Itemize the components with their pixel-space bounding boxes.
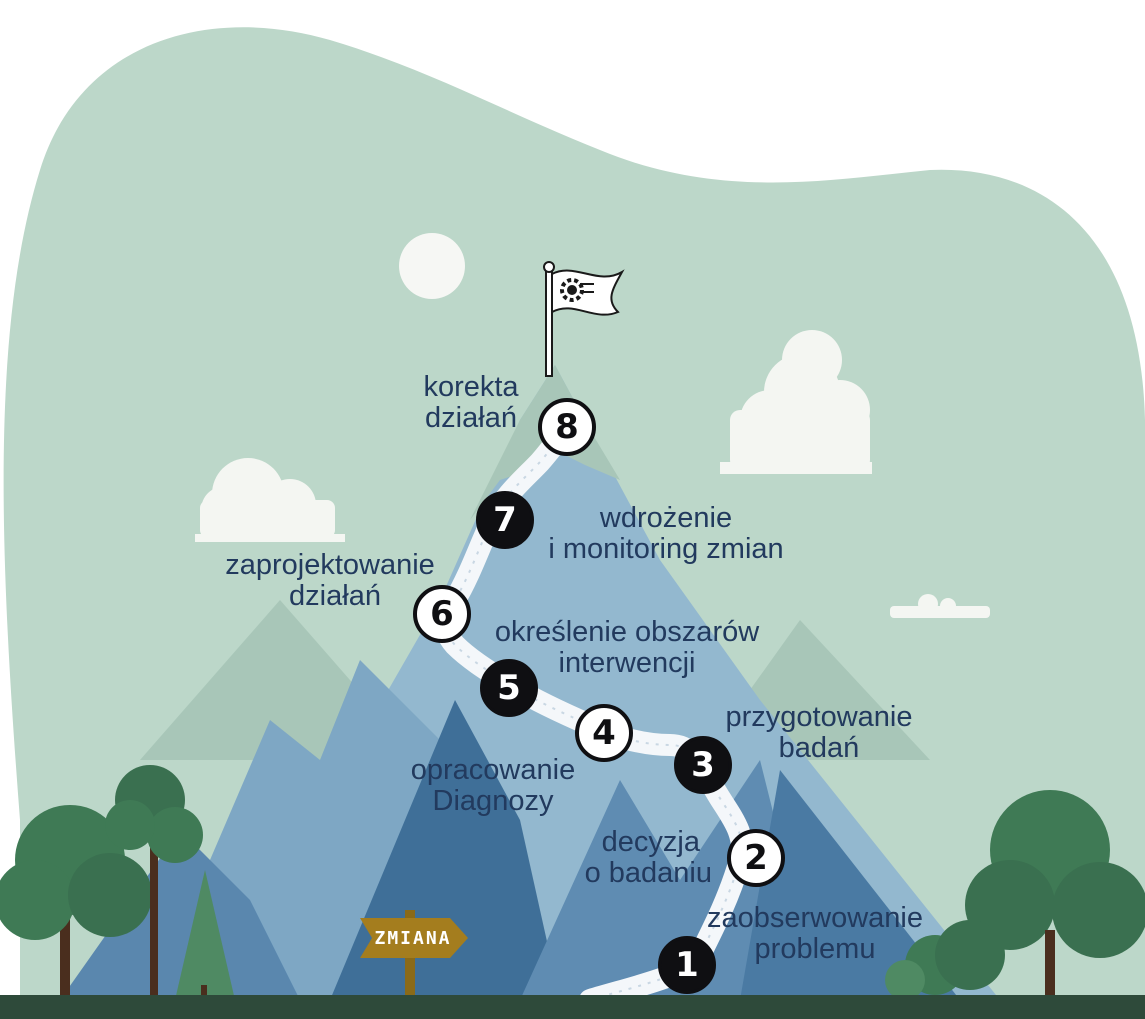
step-badge-2: 2	[727, 829, 785, 887]
step-badge-1: 1	[658, 936, 716, 994]
step-label-line: korekta	[423, 371, 519, 403]
step-label-line: określenie obszarów	[494, 616, 760, 648]
step-label-4: opracowanie Diagnozy	[398, 755, 588, 817]
step-label-line: problemu	[754, 933, 876, 965]
signpost-icon	[360, 910, 468, 1000]
step-label-line: interwencji	[558, 647, 696, 679]
step-badge-4: 4	[575, 704, 633, 762]
step-label-line: opracowanie	[410, 754, 576, 786]
step-number: 4	[592, 713, 616, 753]
step-number: 1	[675, 945, 699, 985]
cloud-right	[720, 330, 872, 474]
step-label-line: i monitoring zmian	[548, 533, 784, 565]
step-label-line: działań	[425, 402, 517, 434]
step-label-line: przygotowanie	[725, 701, 913, 733]
step-label-3: przygotowanie badań	[710, 702, 928, 764]
cloud-small	[890, 594, 990, 618]
step-number: 2	[744, 838, 768, 878]
cloud-left	[195, 458, 345, 542]
trees-left	[0, 765, 235, 1000]
trees-right	[885, 790, 1145, 1000]
step-label-line: działań	[289, 580, 381, 612]
gear-logo-icon	[560, 278, 594, 302]
step-number: 3	[691, 745, 715, 785]
step-label-2: decyzja o badaniu	[540, 827, 712, 889]
mountain-dark-right	[740, 770, 960, 1000]
moon	[399, 233, 465, 299]
step-number: 8	[555, 407, 579, 447]
step-badge-6: 6	[413, 585, 471, 643]
signpost-label: ZMIANA	[374, 928, 452, 949]
step-label-1: zaobserwowanie problemu	[695, 903, 935, 965]
step-label-line: zaprojektowanie	[225, 549, 435, 581]
flag-icon	[543, 261, 625, 377]
step-number: 5	[497, 668, 521, 708]
mountain-front-left	[60, 830, 300, 1000]
step-badge-7: 7	[476, 491, 534, 549]
step-label-5: określenie obszarów interwencji	[482, 617, 772, 679]
step-label-line: badań	[778, 732, 860, 764]
step-label-8: korekta działań	[412, 372, 530, 434]
step-badge-8: 8	[538, 398, 596, 456]
step-label-6: zaprojektowanie działań	[210, 550, 450, 612]
step-number: 6	[430, 594, 454, 634]
step-label-line: Diagnozy	[432, 785, 554, 817]
step-label-line: wdrożenie	[599, 502, 733, 534]
step-label-7: wdrożenie i monitoring zmian	[535, 503, 797, 565]
step-number: 7	[493, 500, 517, 540]
step-badge-3: 3	[674, 736, 732, 794]
step-label-line: zaobserwowanie	[706, 902, 923, 934]
step-label-line: o badaniu	[584, 857, 712, 889]
step-badge-5: 5	[480, 659, 538, 717]
ground	[0, 995, 1145, 1019]
step-label-line: decyzja	[601, 826, 700, 858]
